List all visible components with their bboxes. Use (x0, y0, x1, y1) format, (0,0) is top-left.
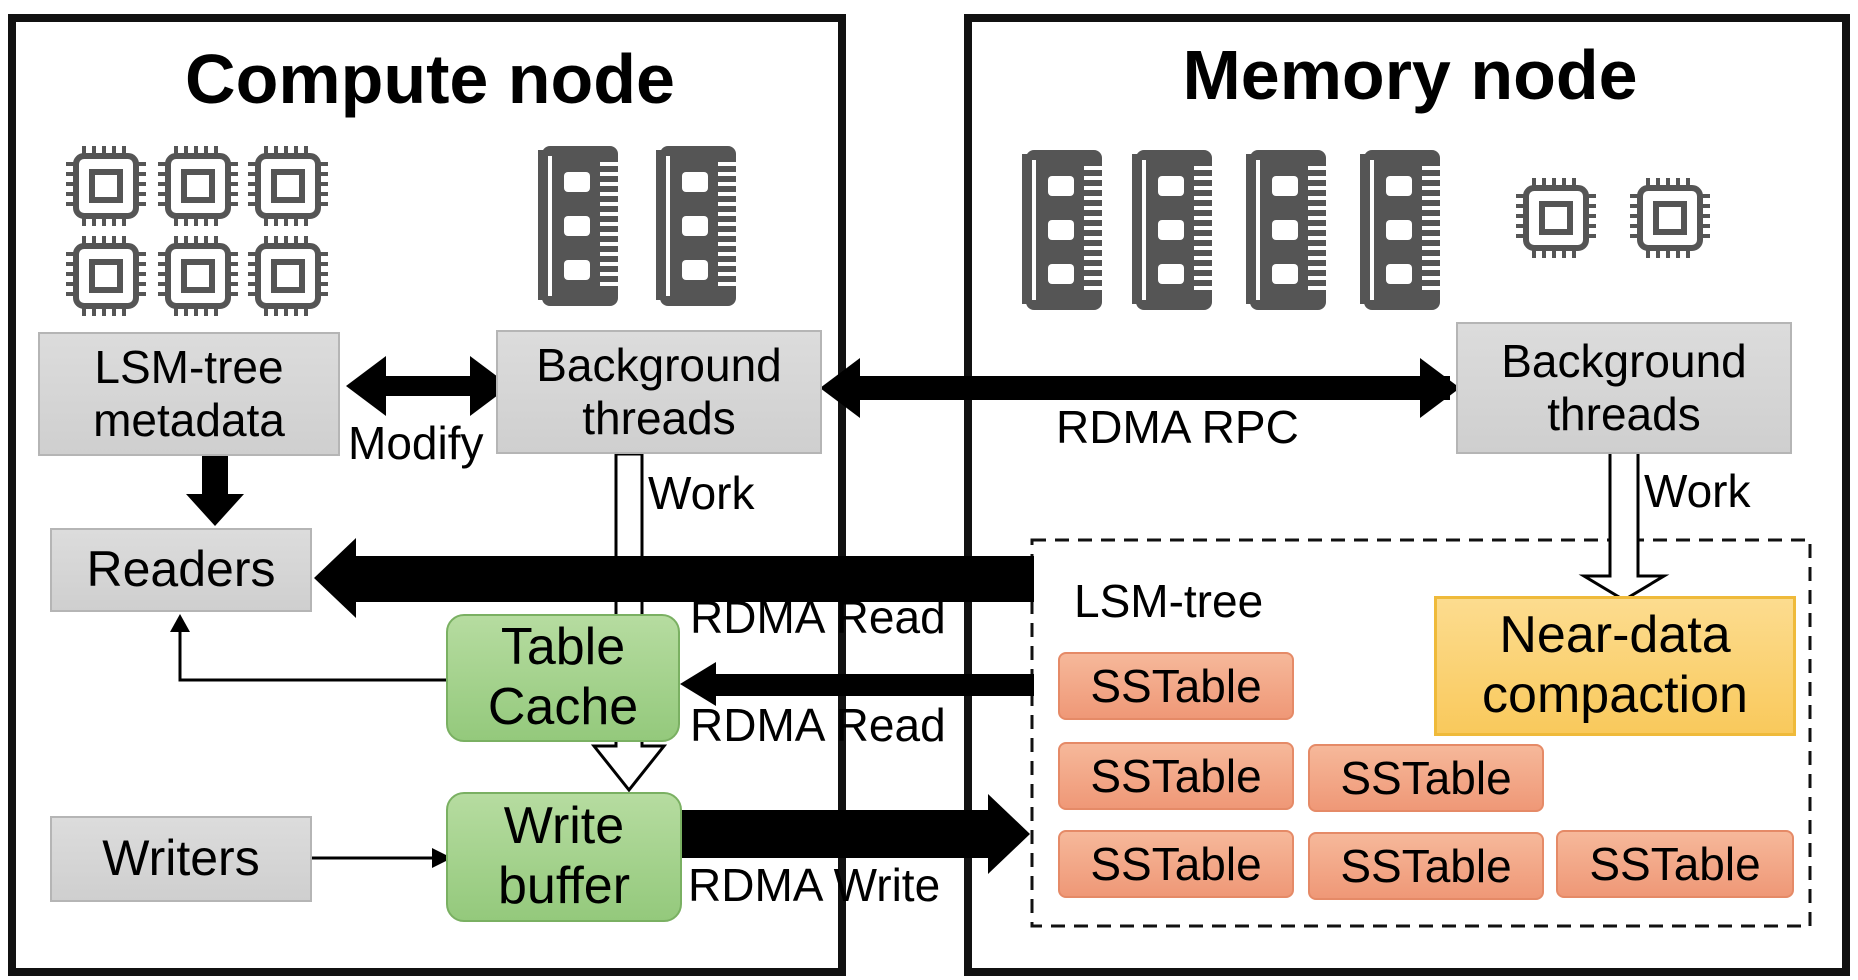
sstable-box: SSTable (1058, 742, 1294, 810)
writers-to-buffer-arrowhead (432, 848, 452, 868)
rdma-read-tablecache-arrow (680, 662, 1034, 706)
sstable-box: SSTable (1058, 652, 1294, 720)
memory-work-label: Work (1644, 465, 1751, 517)
compute-work-label: Work (648, 467, 755, 519)
memory-background-threads-box: Background threads (1456, 322, 1792, 454)
rdma-write-label: RDMA Write (688, 859, 941, 911)
sstable-box: SSTable (1308, 832, 1544, 900)
writers-box: Writers (50, 816, 312, 902)
compute-background-threads-box: Background threads (496, 330, 822, 454)
modify-arrow (346, 356, 510, 416)
tablecache-to-readers-arrowhead (170, 614, 190, 632)
rdma-rpc-arrow (820, 358, 1460, 418)
modify-label: Modify (348, 417, 484, 469)
memory-work-arrow (1578, 450, 1670, 602)
sstable-box: SSTable (1308, 744, 1544, 812)
rdma-read-label-2: RDMA Read (690, 699, 946, 751)
tablecache-to-readers-arrow (178, 630, 450, 682)
readers-box: Readers (50, 528, 312, 612)
table-cache-box: Table Cache (446, 614, 680, 742)
sstable-box: SSTable (1556, 830, 1794, 898)
sstable-box: SSTable (1058, 830, 1294, 898)
lsm-tree-label: LSM-tree (1074, 575, 1264, 627)
lsm-tree-region (1030, 538, 1812, 928)
near-data-compaction-box: Near-data compaction (1434, 596, 1796, 736)
lsm-tree-metadata-box: LSM-tree metadata (38, 332, 340, 456)
rdma-write-arrow (682, 794, 1030, 874)
memory-node-title: Memory node (1182, 36, 1638, 114)
write-buffer-box: Write buffer (446, 792, 682, 922)
compute-node-title: Compute node (185, 40, 675, 118)
rdma-rpc-label: RDMA RPC (1056, 401, 1299, 453)
metadata-to-readers-arrow (186, 456, 244, 526)
rdma-read-label-1: RDMA Read (690, 591, 946, 643)
rdma-read-readers-arrow (314, 538, 1034, 618)
